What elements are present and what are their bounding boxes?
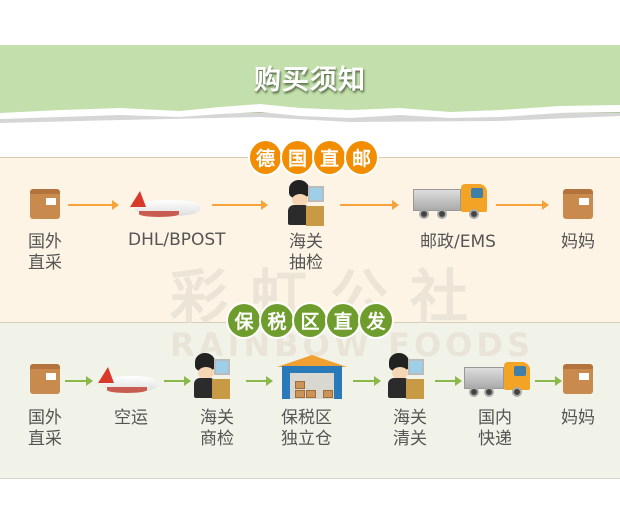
- badge-char: 发: [360, 304, 392, 337]
- germany-direct-mail-section: [0, 157, 620, 323]
- customs-officer-icon: [386, 353, 426, 401]
- step-label: 妈妈: [561, 232, 595, 252]
- step-label: 海关 商检: [200, 408, 234, 449]
- airplane-icon: [98, 367, 157, 393]
- step-label: 海关 清关: [393, 408, 427, 449]
- step-label: 邮政/EMS: [420, 232, 496, 252]
- arrow-icon: [340, 200, 399, 210]
- delivery-truck-icon: [464, 362, 532, 398]
- section2-badge: 保 税 区 直 发: [228, 304, 392, 337]
- step-label: 国内 快递: [478, 408, 512, 449]
- badge-char: 直: [314, 141, 345, 174]
- arrow-icon: [435, 376, 462, 386]
- delivery-truck-icon: [413, 184, 489, 220]
- badge-char: 邮: [346, 141, 377, 174]
- arrow-icon: [68, 200, 119, 210]
- arrow-icon: [164, 376, 191, 386]
- torn-paper-edge: [0, 100, 620, 123]
- step-label: 海关 抽检: [289, 232, 323, 273]
- warehouse-icon: [277, 355, 347, 399]
- badge-char: 区: [294, 304, 326, 337]
- step-label: 国外 直采: [28, 232, 62, 273]
- arrow-icon: [246, 376, 273, 386]
- step-label: 保税区 独立仓: [281, 408, 332, 449]
- badge-char: 保: [228, 304, 260, 337]
- bonded-zone-section: [0, 322, 620, 479]
- badge-char: 国: [282, 141, 313, 174]
- badge-char: 直: [327, 304, 359, 337]
- arrow-icon: [496, 200, 549, 210]
- step-label: DHL/BPOST: [128, 230, 226, 250]
- section1-badge: 德 国 直 邮: [250, 141, 377, 174]
- badge-char: 德: [250, 141, 281, 174]
- arrow-icon: [65, 376, 93, 386]
- page-title: 购买须知: [254, 65, 366, 96]
- arrow-icon: [353, 376, 381, 386]
- package-box-icon: [30, 364, 60, 394]
- airplane-icon: [130, 191, 200, 217]
- arrow-icon: [212, 200, 268, 210]
- step-label: 国外 直采: [28, 408, 62, 449]
- package-box-icon: [563, 364, 593, 394]
- package-box-icon: [30, 189, 60, 219]
- package-box-icon: [563, 189, 593, 219]
- customs-officer-icon: [286, 180, 326, 228]
- customs-officer-icon: [192, 353, 232, 401]
- step-label: 妈妈: [561, 408, 595, 428]
- step-label: 空运: [114, 408, 148, 428]
- arrow-icon: [535, 376, 562, 386]
- badge-char: 税: [261, 304, 293, 337]
